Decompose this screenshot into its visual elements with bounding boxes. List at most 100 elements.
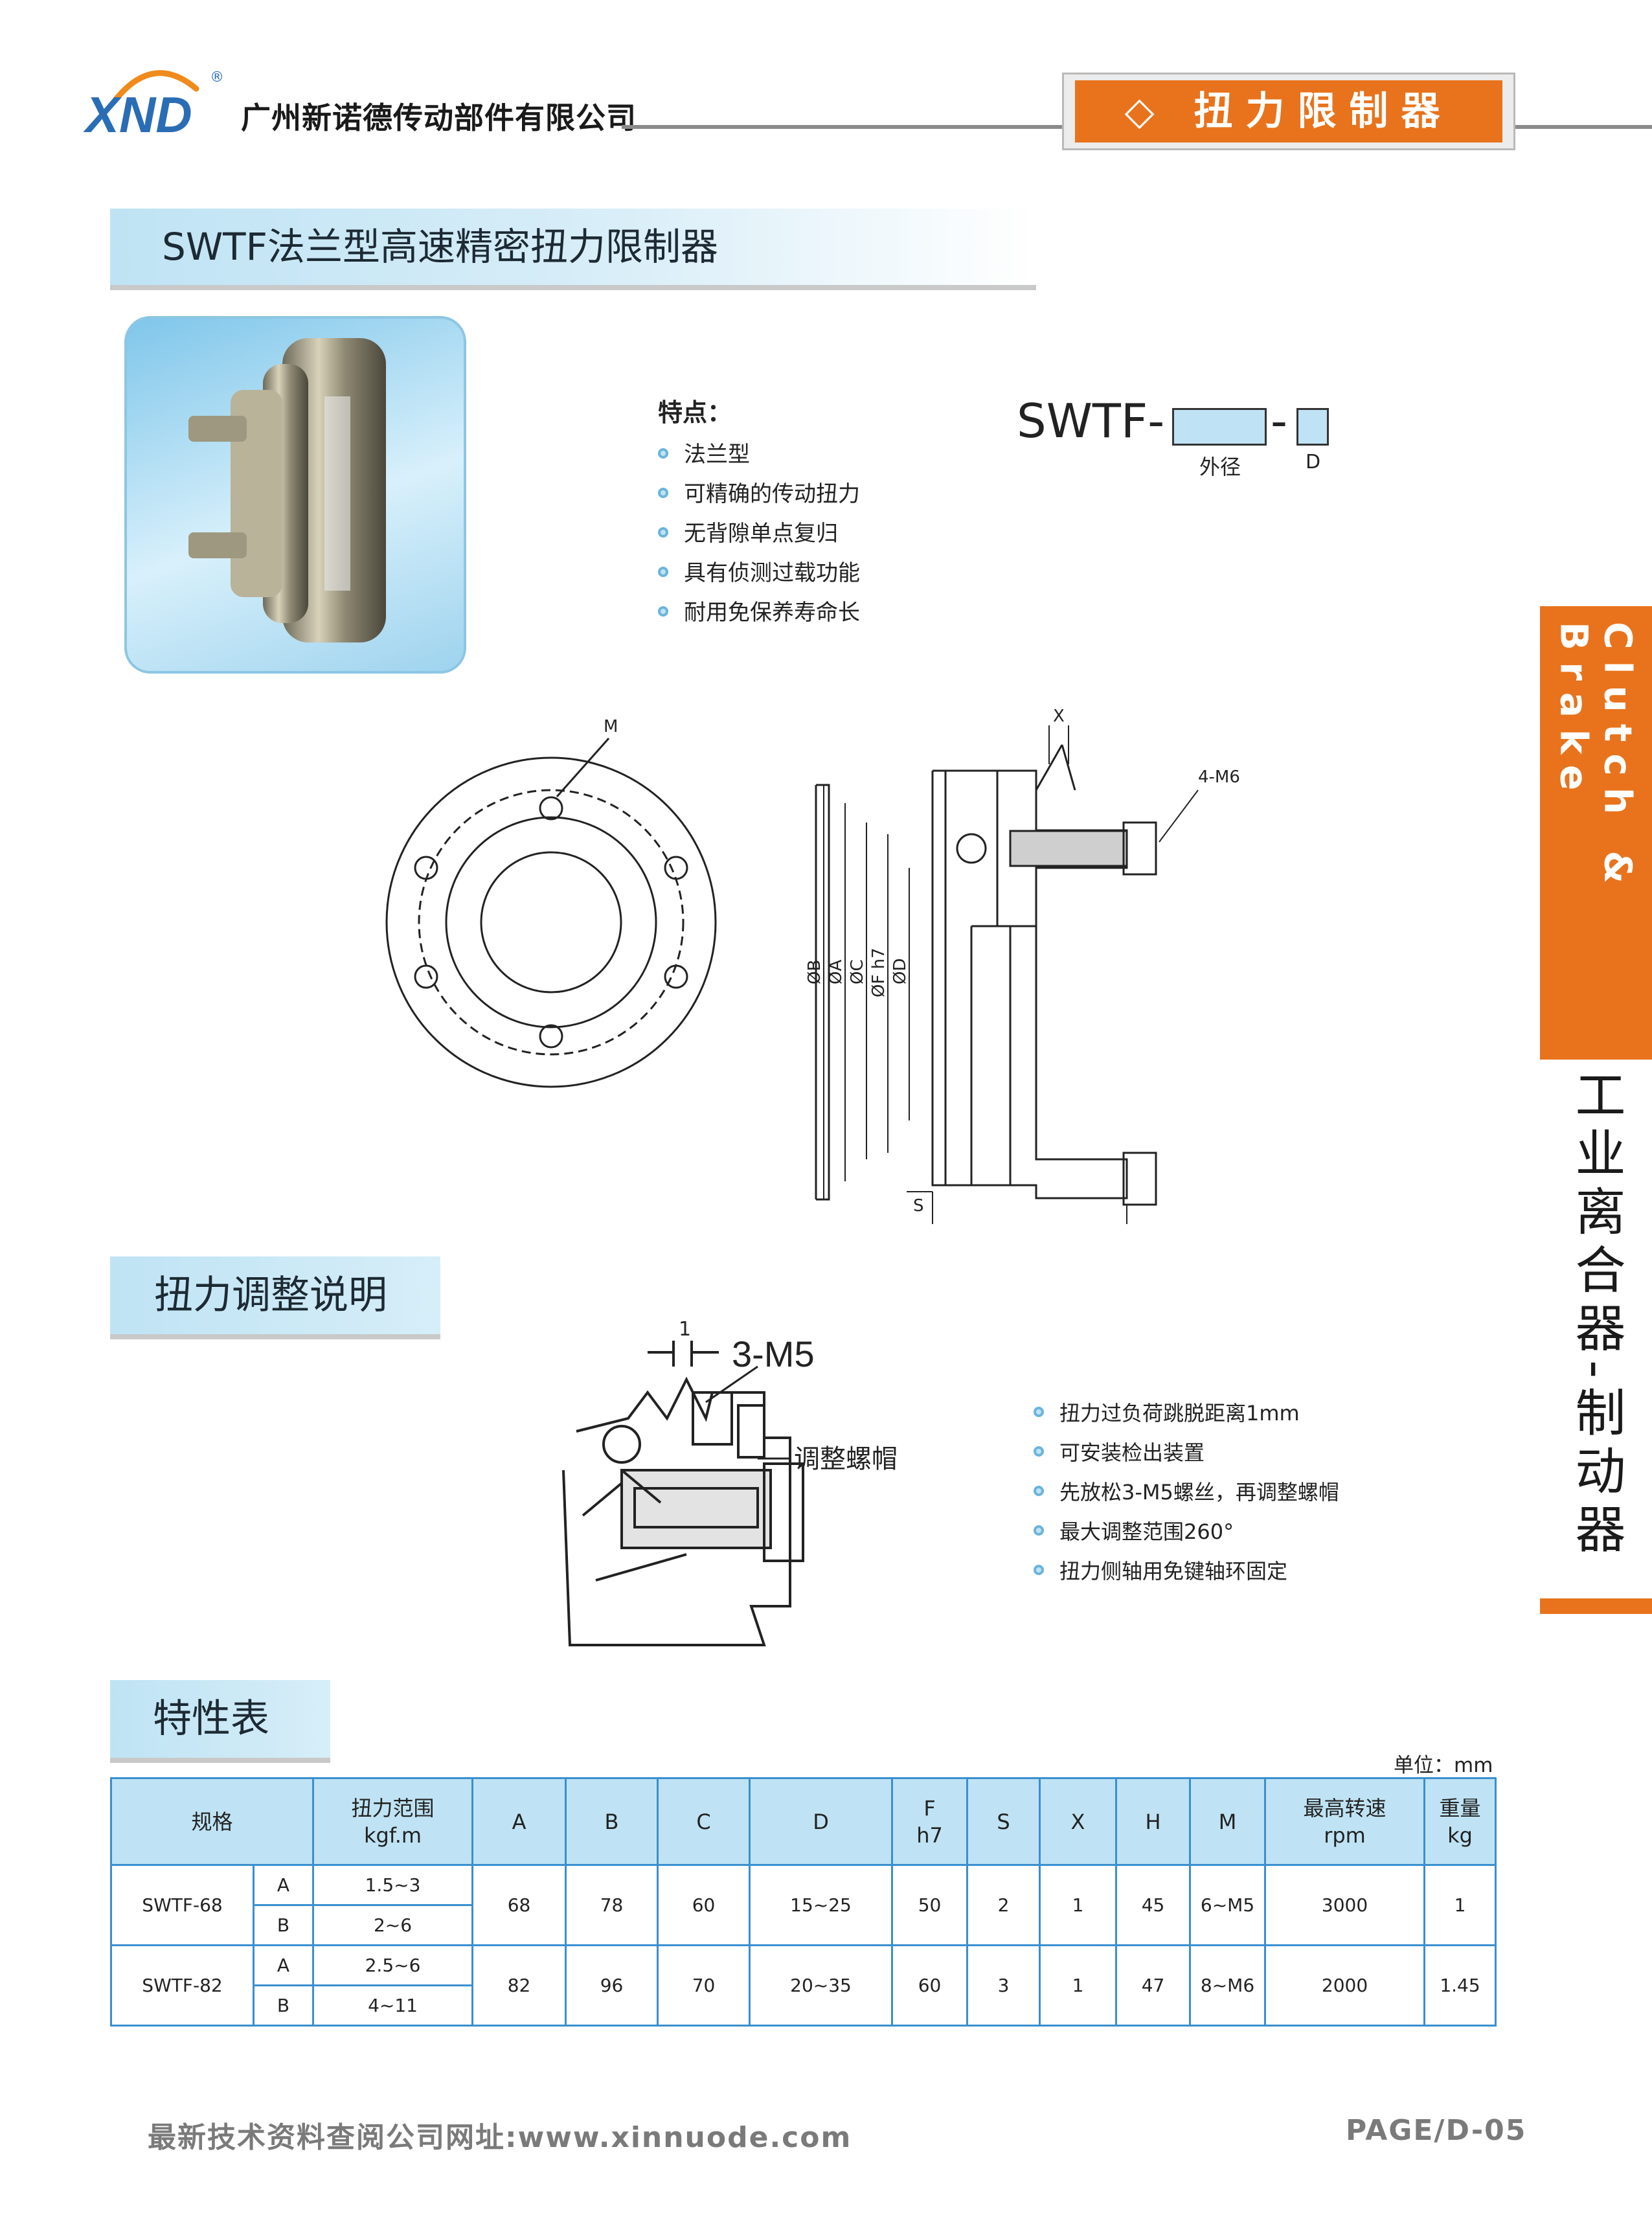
- list-item: 最大调整范围260°: [1034, 1512, 1339, 1552]
- bullet-icon: [1034, 1565, 1044, 1575]
- model-code-dash: -: [1271, 394, 1287, 448]
- model-code-label-outer-dia: 外径: [1199, 455, 1241, 479]
- model-code-label-d: D: [1306, 451, 1321, 473]
- list-item: 扭力侧轴用免键轴环固定: [1034, 1552, 1339, 1591]
- cell-speed: 2000: [1264, 1944, 1426, 2027]
- col-d: D: [749, 1777, 894, 1866]
- side-tab-chinese: 工业离合器-制动器: [1567, 1069, 1625, 1562]
- company-name: 广州新诺德传动部件有限公司: [241, 100, 637, 135]
- technical-drawing: M X 4-M6 H S ØB ØA ØC ØF h7 ØD: [385, 707, 1240, 1224]
- cell-f: 60: [891, 1944, 969, 2027]
- side-tab-orange: [1540, 606, 1652, 1060]
- label-adjust-nut: 调整螺帽: [794, 1444, 898, 1474]
- col-b: B: [565, 1777, 659, 1866]
- unit-label: 单位：mm: [1394, 1754, 1493, 1777]
- footer-website: 最新技术资料查阅公司网址:www.xinnuode.com: [148, 2121, 852, 2154]
- list-item: 无背隙单点复归: [658, 514, 860, 554]
- adjust-section-title: 扭力调整说明: [110, 1256, 440, 1334]
- header-rule-right: [1509, 125, 1652, 129]
- label-s: S: [913, 1196, 924, 1216]
- cell-f: 50: [891, 1864, 969, 1946]
- cell-torque: 2~6: [312, 1904, 474, 1946]
- label-dim-1: 1: [679, 1321, 691, 1341]
- cell-h: 45: [1115, 1864, 1192, 1946]
- bullet-icon: [658, 488, 668, 498]
- cell-c: 70: [657, 1944, 751, 2027]
- cell-model: SWTF-68: [110, 1864, 255, 1946]
- cell-weight: 1: [1423, 1864, 1497, 1946]
- adjust-list: 扭力过负荷跳脱距离1mm 可安装检出装置 先放松3-M5螺丝，再调整螺帽 最大调…: [1034, 1394, 1339, 1591]
- col-c: C: [657, 1777, 751, 1866]
- list-item: 可安装检出装置: [1034, 1433, 1339, 1473]
- bullet-icon: [1034, 1486, 1044, 1496]
- cell-m: 6~M5: [1189, 1864, 1267, 1946]
- label-m: M: [604, 717, 618, 736]
- cell-b: 78: [565, 1864, 659, 1946]
- col-x: X: [1039, 1777, 1118, 1866]
- company-logo: XND ®: [83, 69, 224, 143]
- list-item: 法兰型: [658, 435, 860, 475]
- category-badge: ◇ 扭力限制器: [1075, 80, 1502, 142]
- cell-x: 1: [1039, 1944, 1118, 2027]
- cell-torque: 2.5~6: [312, 1944, 474, 1986]
- list-item: 先放松3-M5螺丝，再调整螺帽: [1034, 1473, 1339, 1512]
- list-item: 扭力过负荷跳脱距离1mm: [1034, 1394, 1339, 1433]
- model-code-box-d: [1296, 408, 1329, 446]
- adjustment-drawing: 1 3-M5 调整螺帽: [562, 1321, 898, 1646]
- bullet-icon: [658, 527, 668, 538]
- bullet-icon: [658, 448, 668, 459]
- table-row: B 4~11: [111, 1984, 1496, 2027]
- col-spec: 规格: [109, 1777, 315, 1866]
- cell-variant: A: [252, 1864, 315, 1906]
- label-dia-d: ØD: [890, 959, 910, 985]
- logo-text: XND: [83, 86, 192, 143]
- col-a: A: [471, 1777, 567, 1866]
- features-list: 法兰型 可精确的传动扭力 无背隙单点复归 具有侦测过载功能 耐用免保养寿命长: [658, 435, 860, 633]
- list-item: 可精确的传动扭力: [658, 475, 860, 514]
- product-photo: [124, 316, 466, 674]
- bullet-icon: [1034, 1446, 1044, 1457]
- bullet-icon: [658, 567, 668, 577]
- cell-variant: B: [252, 1904, 315, 1946]
- registered-mark: ®: [210, 69, 224, 85]
- col-s: S: [966, 1777, 1041, 1866]
- label-dia-a: ØA: [826, 960, 846, 984]
- cell-d: 20~35: [749, 1944, 894, 2027]
- cell-a: 68: [471, 1864, 567, 1946]
- label-dia-c: ØC: [848, 959, 867, 984]
- cell-x: 1: [1039, 1864, 1118, 1946]
- cell-h: 47: [1115, 1944, 1192, 2027]
- cell-b: 96: [565, 1944, 659, 2027]
- table-row: SWTF-82 A 2.5~6 82 96 70 20~35 60 3 1 47…: [110, 1944, 1497, 2027]
- features-title: 特点：: [658, 398, 732, 427]
- label-bolts: 4-M6: [1198, 767, 1240, 787]
- header-rule: [622, 125, 1075, 129]
- cell-d: 15~25: [749, 1864, 894, 1946]
- bullet-icon: [1034, 1407, 1044, 1417]
- cell-s: 2: [966, 1864, 1041, 1946]
- label-dia-f: ØF h7: [869, 948, 888, 997]
- cell-model: SWTF-82: [110, 1944, 255, 2027]
- model-code-prefix: SWTF-: [1017, 394, 1165, 448]
- cell-variant: B: [252, 1984, 315, 2027]
- cell-weight: 1.45: [1423, 1944, 1497, 2027]
- cell-c: 60: [657, 1864, 751, 1946]
- label-dia-b: ØB: [805, 960, 824, 984]
- product-section-title: SWTF法兰型高速精密扭力限制器: [110, 209, 1036, 285]
- cell-torque: 4~11: [312, 1984, 474, 2027]
- model-code-box-outer-dia: [1172, 408, 1267, 446]
- col-h: H: [1115, 1777, 1192, 1866]
- label-x: X: [1053, 707, 1065, 726]
- label-screw: 3-M5: [732, 1334, 815, 1374]
- cell-m: 8~M6: [1189, 1944, 1267, 2027]
- list-item: 耐用免保养寿命长: [658, 593, 860, 633]
- cell-s: 3: [966, 1944, 1041, 2027]
- cell-torque: 1.5~3: [312, 1864, 474, 1906]
- cell-variant: A: [252, 1944, 315, 1986]
- bullet-icon: [658, 606, 668, 617]
- table-row: B 2~6: [111, 1904, 1496, 1946]
